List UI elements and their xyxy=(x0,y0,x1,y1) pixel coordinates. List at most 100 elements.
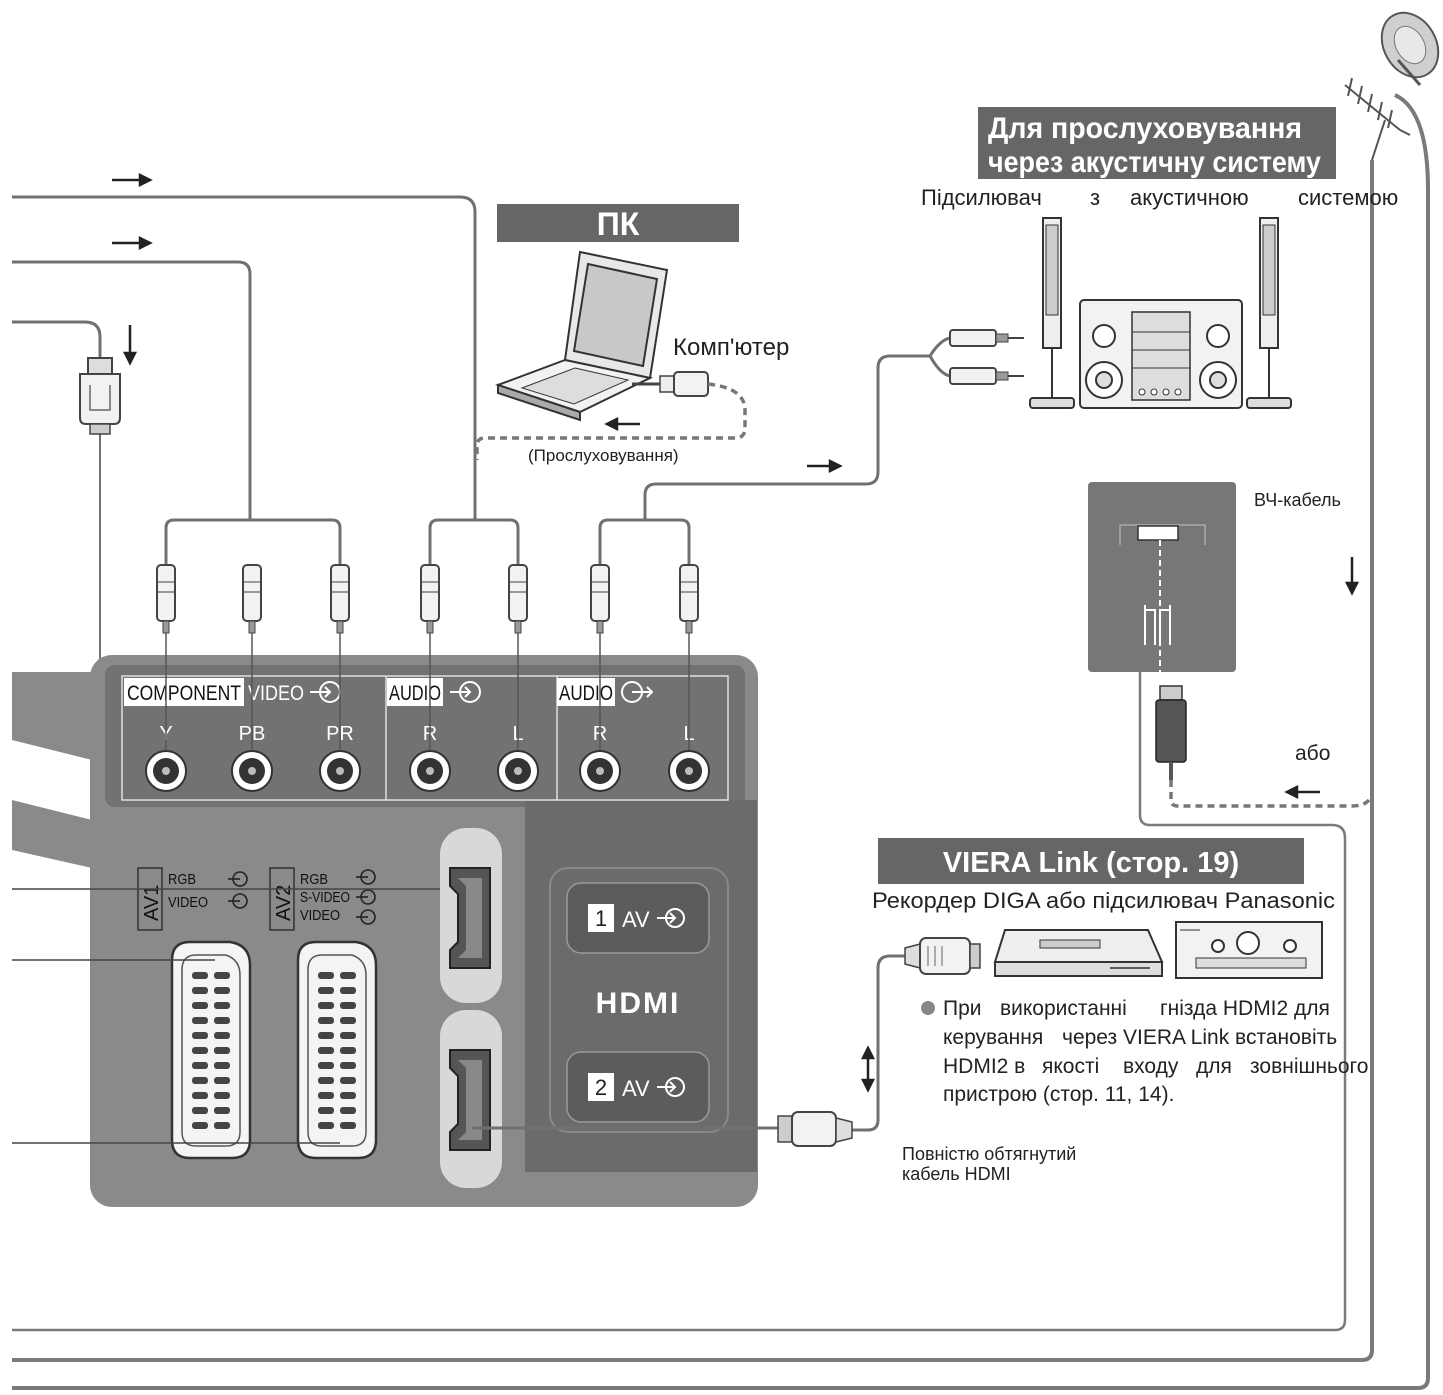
svg-text:AV2: AV2 xyxy=(273,885,295,921)
av-amplifier-icon xyxy=(1175,921,1323,979)
svg-text:системою: системою xyxy=(1298,185,1398,210)
hdmi2-label: 2 AV xyxy=(566,1051,710,1123)
rca-socket-audio-in-r[interactable] xyxy=(409,750,451,792)
viera-link-header: VIERA Link (стор. 19) xyxy=(878,838,1304,884)
svg-text:ПК: ПК xyxy=(597,206,640,242)
hdmi-socket-2[interactable] xyxy=(440,1010,502,1188)
svg-text:через акустичну систему: через акустичну систему xyxy=(988,146,1321,179)
laptop-icon xyxy=(494,250,669,422)
svg-text:COMPONENT: COMPONENT xyxy=(127,682,241,705)
svg-text:RGB: RGB xyxy=(168,871,196,888)
scart-socket-av1[interactable] xyxy=(170,940,252,1160)
computer-label: Комп'ютер xyxy=(673,334,789,361)
hdmi-plug-icon xyxy=(79,357,121,435)
av1-arrows-icon xyxy=(228,871,248,909)
av1-label: AV1 RGB VIDEO xyxy=(137,867,208,931)
rca-plug-icon xyxy=(330,564,350,750)
svg-text:входу: входу xyxy=(1123,1055,1179,1078)
rf-plug-icon xyxy=(1155,685,1187,780)
rca-plug-icon xyxy=(679,564,699,750)
hdmi-plug-icon xyxy=(777,1111,853,1147)
svg-text:2: 2 xyxy=(595,1075,607,1100)
svg-text:керування: керування xyxy=(943,1026,1043,1049)
satellite-dish-icon xyxy=(1380,11,1440,86)
svg-text:VIDEO: VIDEO xyxy=(300,907,340,924)
scart-cables xyxy=(12,888,470,1144)
svg-text:Повністю обтягнутий: Повністю обтягнутий xyxy=(902,1144,1076,1164)
direction-arrows xyxy=(112,172,1360,1093)
svg-text:AV: AV xyxy=(622,1076,650,1101)
pc-audio-cable xyxy=(475,382,747,460)
antenna-icon xyxy=(1344,77,1411,161)
video-label: VIDEO xyxy=(248,682,304,705)
svg-text:пристрою (стор. 11, 14).: пристрою (стор. 11, 14). xyxy=(943,1083,1174,1106)
recorder-icon xyxy=(993,929,1164,977)
recorder-label: Рекордер DIGA або підсилювач Panasonic xyxy=(872,888,1335,913)
hdmi-socket-1[interactable] xyxy=(440,828,502,1003)
hdmi-cable-recorder xyxy=(472,954,905,1132)
rca-plug-icon xyxy=(242,564,262,750)
rca-sockets xyxy=(145,750,710,792)
svg-text:HDMI2 в: HDMI2 в xyxy=(943,1055,1025,1078)
hdmi-cable-label: Повністю обтягнутий кабель HDMI xyxy=(902,1144,1076,1184)
svg-text:використанні: використанні xyxy=(1000,997,1127,1020)
svg-text:Підсилювач: Підсилювач xyxy=(921,185,1042,210)
listening-label: (Прослуховування) xyxy=(528,446,679,465)
rca-plug-icon xyxy=(949,329,1024,385)
svg-text:Для прослуховування: Для прослуховування xyxy=(988,112,1302,145)
amplifier-label: Підсилювач з акустичною системою xyxy=(921,185,1398,210)
antenna-wall-socket xyxy=(1088,482,1236,690)
svg-text:S-VIDEO: S-VIDEO xyxy=(300,889,350,906)
svg-text:При: При xyxy=(943,997,982,1020)
svg-text:AV1: AV1 xyxy=(141,885,163,921)
av2-label: AV2 RGB S-VIDEO VIDEO xyxy=(269,867,350,931)
svg-text:для: для xyxy=(1196,1055,1232,1078)
svg-text:RGB: RGB xyxy=(300,871,328,888)
amplifier-icon xyxy=(1079,299,1243,409)
rf-cable-alt xyxy=(1169,780,1374,808)
svg-text:акустичною: акустичною xyxy=(1130,185,1249,210)
or-label: або xyxy=(1295,742,1330,765)
hdmi1-label: 1 AV xyxy=(566,882,710,954)
svg-text:AV: AV xyxy=(622,907,650,932)
input-arrow-icon xyxy=(450,681,481,703)
speaker-icon xyxy=(1246,217,1292,409)
rca-socket-pb[interactable] xyxy=(231,750,273,792)
svg-text:кабель HDMI: кабель HDMI xyxy=(902,1164,1011,1184)
svg-text:1: 1 xyxy=(595,906,607,931)
av2-arrows-icon xyxy=(356,869,376,925)
svg-text:з: з xyxy=(1090,185,1100,210)
rca-plug-icon xyxy=(590,564,610,750)
scart-socket-av2[interactable] xyxy=(296,940,378,1160)
audio-plug-icon xyxy=(632,371,709,397)
svg-text:якості: якості xyxy=(1042,1055,1099,1078)
pc-header: ПК xyxy=(497,204,739,242)
bullet-icon xyxy=(921,1001,935,1015)
rca-socket-pr[interactable] xyxy=(319,750,361,792)
svg-text:VIERA Link (стор. 19): VIERA Link (стор. 19) xyxy=(943,847,1239,879)
svg-text:гнізда HDMI2 для: гнізда HDMI2 для xyxy=(1160,997,1330,1020)
speaker-system-header: Для прослуховування через акустичну сист… xyxy=(978,107,1336,179)
viera-link-note: При використанні гнізда HDMI2 для керува… xyxy=(943,997,1368,1106)
antenna-cables xyxy=(12,93,1430,1390)
output-arrow-icon xyxy=(621,681,654,703)
rca-socket-audio-out-r[interactable] xyxy=(579,750,621,792)
svg-text:AUDIO: AUDIO xyxy=(559,682,613,705)
rf-cable-label: ВЧ-кабель xyxy=(1254,490,1341,510)
component-label: COMPONENT xyxy=(124,678,244,706)
hdmi-plug-icon xyxy=(904,937,981,975)
rca-socket-audio-in-l[interactable] xyxy=(497,750,539,792)
speaker-icon xyxy=(1029,217,1075,409)
audio-out-label: AUDIO xyxy=(557,678,615,706)
svg-text:AUDIO: AUDIO xyxy=(389,682,441,705)
hdmi-label-frame xyxy=(549,867,729,1133)
rca-socket-y[interactable] xyxy=(145,750,187,792)
audio-in-label: AUDIO xyxy=(387,678,443,706)
rca-cables xyxy=(164,336,951,565)
hdmi-logo: HDMI xyxy=(596,987,681,1020)
rca-plug-icon xyxy=(508,564,528,750)
rca-socket-audio-out-l[interactable] xyxy=(668,750,710,792)
rca-plug-icon xyxy=(420,564,440,750)
svg-text:через VIERA Link встановіть: через VIERA Link встановіть xyxy=(1062,1026,1337,1049)
rca-plugs xyxy=(156,564,699,750)
